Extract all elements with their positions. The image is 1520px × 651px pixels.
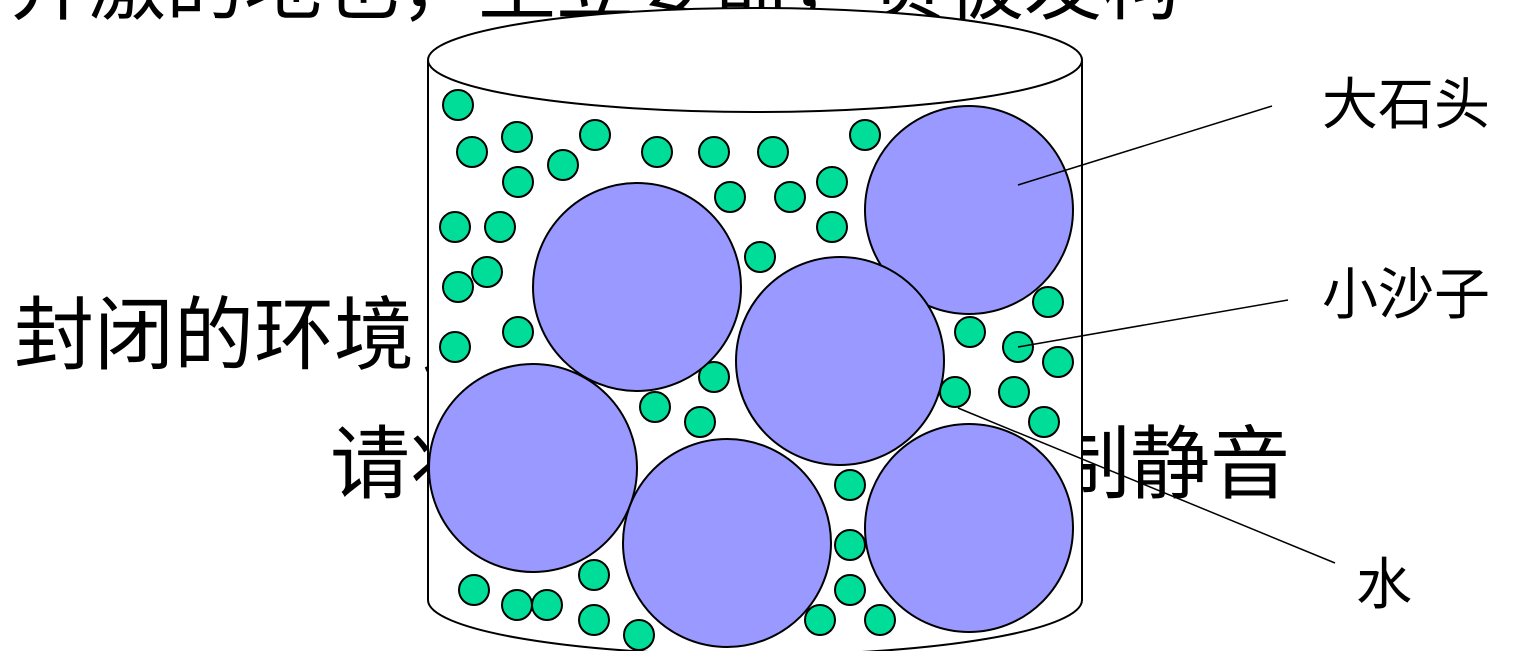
- sand-grain: [624, 620, 654, 650]
- sand-grain: [640, 392, 670, 422]
- label-water: 水: [1356, 558, 1412, 614]
- sand-grain: [850, 120, 880, 150]
- sand-grain: [817, 212, 847, 242]
- sand-grain: [503, 317, 533, 347]
- big-stone: [623, 439, 831, 647]
- sand-grain: [699, 137, 729, 167]
- sand-grain: [548, 150, 578, 180]
- big-stone: [429, 364, 637, 572]
- sand-grain: [685, 407, 715, 437]
- sand-grain: [865, 605, 895, 635]
- sand-grain: [1033, 287, 1063, 317]
- sand-grain: [472, 257, 502, 287]
- sand-grain: [485, 212, 515, 242]
- sand-grain: [715, 182, 745, 212]
- sand-grain: [532, 590, 562, 620]
- sand-grain: [745, 242, 775, 272]
- big-stone: [865, 424, 1073, 632]
- sand-grain: [805, 605, 835, 635]
- sand-grain: [443, 272, 473, 302]
- sand-grain: [579, 605, 609, 635]
- sand-grain: [440, 332, 470, 362]
- sand-grain: [999, 377, 1029, 407]
- sand-grain: [642, 137, 672, 167]
- sand-grain: [503, 167, 533, 197]
- jar-rim: [428, 8, 1082, 112]
- big-stone: [736, 257, 944, 465]
- big-stone: [533, 183, 741, 391]
- sand-grain: [459, 575, 489, 605]
- sand-grain: [440, 212, 470, 242]
- sand-grain: [502, 590, 532, 620]
- sand-grain: [775, 182, 805, 212]
- sand-grain: [835, 470, 865, 500]
- sand-grain: [502, 122, 532, 152]
- sand-grain: [940, 377, 970, 407]
- sand-grain: [579, 560, 609, 590]
- sand-grain: [817, 167, 847, 197]
- sand-grain: [457, 137, 487, 167]
- label-small-sand: 小沙子: [1322, 268, 1490, 324]
- sand-grain: [1029, 407, 1059, 437]
- sand-grain: [1043, 347, 1073, 377]
- label-big-stone: 大石头: [1322, 78, 1490, 134]
- sand-grain: [580, 120, 610, 150]
- sand-grain: [443, 90, 473, 120]
- sand-grain: [758, 137, 788, 167]
- sand-grain: [835, 575, 865, 605]
- sand-grain: [955, 317, 985, 347]
- sand-grain: [835, 530, 865, 560]
